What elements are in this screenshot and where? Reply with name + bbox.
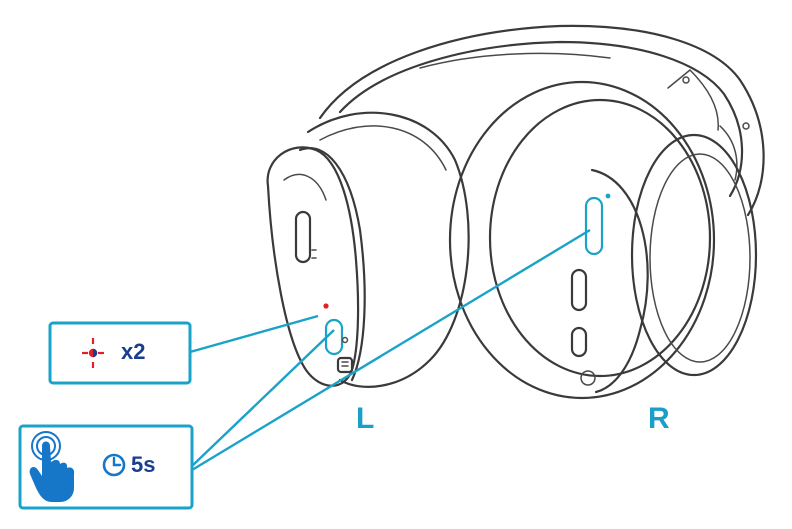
- callout-line-right-hold: [191, 228, 591, 472]
- left-indicator: [341, 336, 349, 344]
- touch-hand-icon: [29, 431, 75, 502]
- headband: [318, 24, 765, 217]
- hinge-dot: [682, 76, 690, 84]
- clock-icon: [102, 453, 126, 477]
- callout-line-left-hold: [191, 329, 335, 467]
- right-led-dot: [605, 193, 611, 199]
- callout-double-press: [48, 321, 192, 385]
- left-nc-button: [294, 210, 312, 264]
- left-side-label: L: [356, 402, 375, 435]
- long-press-duration: 5s: [131, 452, 156, 477]
- right-touch-button: [584, 196, 604, 256]
- right-port: [580, 370, 596, 386]
- right-earcup: [448, 80, 758, 400]
- right-volume-button: [570, 268, 588, 312]
- left-led-dot: [323, 303, 329, 309]
- double-press-count: x2: [121, 339, 146, 364]
- right-side-label: R: [648, 402, 670, 435]
- callout-long-press: [18, 424, 194, 510]
- double-press-icon: [82, 338, 104, 368]
- left-usb-port: [336, 356, 354, 374]
- callout-line-double-press: [189, 314, 319, 354]
- callout-lines: [189, 228, 591, 472]
- right-button-lower: [570, 326, 588, 358]
- left-earcup: [266, 111, 470, 388]
- hinge-dot: [742, 122, 750, 130]
